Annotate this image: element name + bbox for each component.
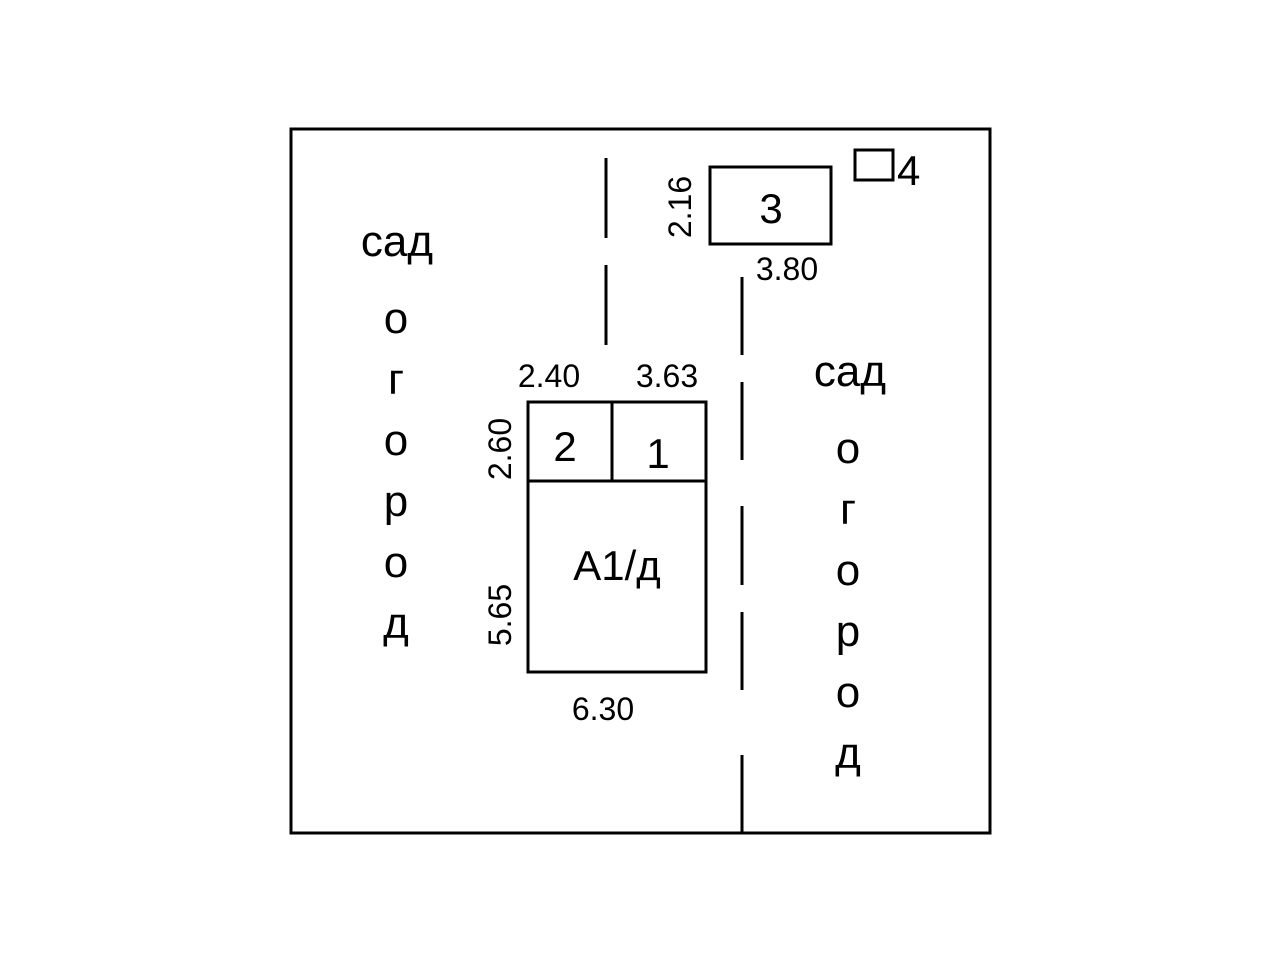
room-4-label: 4 — [897, 147, 920, 194]
svg-text:р: р — [384, 477, 408, 526]
room-3-box — [708, 165, 833, 246]
svg-text:г: г — [388, 355, 404, 404]
left-sad-label: сад — [361, 217, 433, 266]
room-3-label: 3 — [759, 185, 782, 232]
svg-text:г: г — [840, 485, 856, 534]
svg-text:д: д — [835, 729, 861, 778]
main-building — [526, 400, 708, 674]
dim-room2-width: 2.40 — [518, 358, 580, 394]
dim-room3-width: 3.80 — [756, 251, 818, 287]
svg-text:о: о — [836, 546, 860, 595]
svg-text:о: о — [384, 416, 408, 465]
dim-lower-height: 5.65 — [482, 584, 518, 646]
building-label: А1/д — [573, 542, 661, 589]
svg-text:о: о — [836, 668, 860, 717]
right-sad-label: сад — [814, 347, 886, 396]
dim-room1-width: 3.63 — [636, 358, 698, 394]
room-1-label: 1 — [646, 430, 669, 477]
svg-text:о: о — [836, 424, 860, 473]
room-2-label: 2 — [553, 423, 576, 470]
right-ogorod-label: о г о р о д — [835, 424, 861, 778]
room-4-box — [853, 148, 895, 182]
plot-boundary — [289, 127, 992, 835]
svg-text:д: д — [383, 599, 409, 648]
left-ogorod-label: о г о р о д — [383, 294, 409, 648]
dim-building-width: 6.30 — [572, 691, 634, 727]
svg-text:о: о — [384, 538, 408, 587]
dim-room3-height: 2.16 — [662, 176, 698, 238]
svg-text:р: р — [836, 607, 860, 656]
dim-upper-height: 2.60 — [482, 418, 518, 480]
svg-text:о: о — [384, 294, 408, 343]
